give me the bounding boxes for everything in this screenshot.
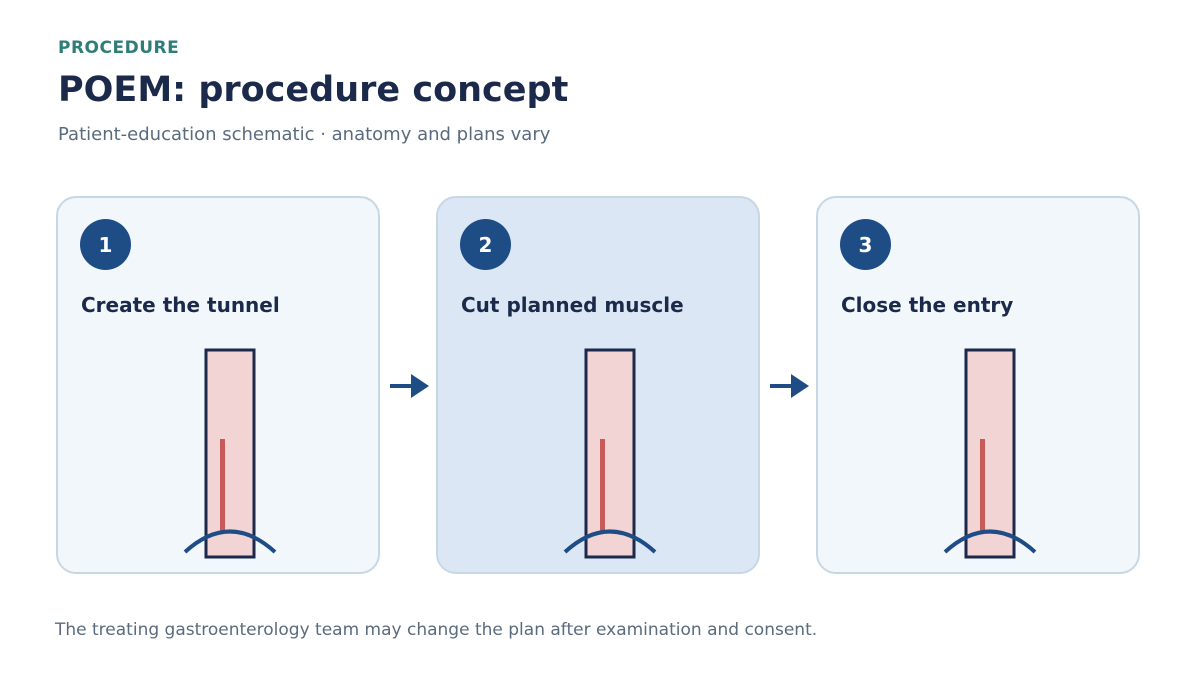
footer-note: The treating gastroenterology team may c… — [55, 620, 818, 640]
arrow-right-icon — [770, 374, 809, 398]
esophagus-schematic-icon — [563, 348, 657, 559]
step-title: Cut planned muscle — [461, 293, 684, 317]
step-number-badge: 2 — [460, 219, 511, 270]
step-card-2: 2 Cut planned muscle — [436, 196, 760, 574]
step-title: Create the tunnel — [81, 293, 280, 317]
esophagus-schematic-icon — [183, 348, 277, 559]
page-title: POEM: procedure concept — [58, 70, 569, 110]
esophagus-schematic-icon — [943, 348, 1037, 559]
step-title: Close the entry — [841, 293, 1014, 317]
arrow-right-icon — [390, 374, 429, 398]
step-card-1: 1 Create the tunnel — [56, 196, 380, 574]
section-eyebrow: PROCEDURE — [58, 38, 180, 58]
step-number-badge: 1 — [80, 219, 131, 270]
step-card-3: 3 Close the entry — [816, 196, 1140, 574]
page-subtitle: Patient-education schematic · anatomy an… — [58, 124, 551, 145]
step-number-badge: 3 — [840, 219, 891, 270]
